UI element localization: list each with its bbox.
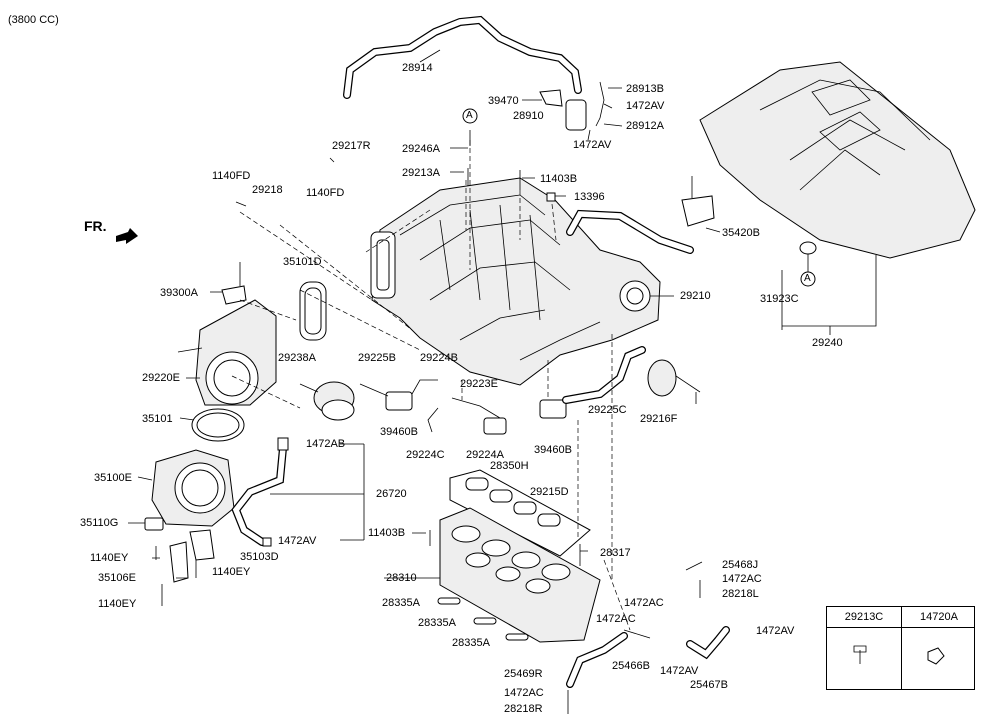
label-29240: 29240 bbox=[812, 337, 843, 349]
label-26720: 26720 bbox=[376, 488, 407, 500]
label-25468J: 25468J bbox=[722, 559, 759, 571]
label-35101: 35101 bbox=[142, 413, 173, 425]
label-1140EY-c: 1140EY bbox=[98, 598, 137, 610]
callout-a-top bbox=[462, 108, 478, 124]
label-29220E: 29220E bbox=[142, 372, 180, 384]
label-1140EY-b: 1140EY bbox=[212, 566, 251, 578]
label-28317: 28317 bbox=[600, 547, 631, 559]
label-28914: 28914 bbox=[402, 62, 433, 74]
label-11403B-b: 11403B bbox=[368, 527, 406, 539]
legend-table-header bbox=[827, 607, 974, 628]
label-39460B-b: 39460B bbox=[534, 444, 572, 456]
label-39300A: 39300A bbox=[160, 287, 198, 299]
label-28310: 28310 bbox=[386, 572, 417, 584]
label-1472AC-d: 1472AC bbox=[504, 687, 544, 699]
label-29213A: 29213A bbox=[402, 167, 440, 179]
front-direction-label: FR. bbox=[84, 218, 107, 234]
callout-a-text-cover: A bbox=[804, 273, 811, 284]
label-35100E: 35100E bbox=[94, 472, 132, 484]
label-28912A: 28912A bbox=[626, 120, 664, 132]
label-13396: 13396 bbox=[574, 191, 605, 203]
label-1472AV-d: 1472AV bbox=[756, 625, 795, 637]
label-1472AC-c: 1472AC bbox=[596, 613, 636, 625]
upper-intake-manifold bbox=[371, 177, 661, 386]
bolt-icon bbox=[855, 641, 873, 667]
label-29217R: 29217R bbox=[332, 140, 371, 152]
label-1140EY-a: 1140EY bbox=[90, 552, 129, 564]
label-29238A: 29238A bbox=[278, 352, 316, 364]
legend-col-14720A: 14720A bbox=[920, 611, 958, 623]
label-29246A: 29246A bbox=[402, 143, 440, 155]
label-29225C: 29225C bbox=[588, 404, 627, 416]
label-28335A-c: 28335A bbox=[452, 637, 490, 649]
label-29224A: 29224A bbox=[466, 449, 504, 461]
label-1472AV-b: 1472AV bbox=[573, 139, 612, 151]
label-29224C: 29224C bbox=[406, 449, 445, 461]
label-35110G: 35110G bbox=[80, 517, 119, 529]
label-35420B: 35420B bbox=[722, 227, 760, 239]
label-39470: 39470 bbox=[488, 95, 519, 107]
label-1472AB: 1472AB bbox=[306, 438, 346, 450]
callout-a-text-top: A bbox=[466, 110, 473, 121]
label-1472AV-c: 1472AV bbox=[278, 535, 317, 547]
label-28335A-a: 28335A bbox=[382, 597, 420, 609]
label-28350H: 28350H bbox=[490, 460, 529, 472]
label-29215D: 29215D bbox=[530, 486, 569, 498]
label-28913B: 28913B bbox=[626, 83, 664, 95]
label-1472AV-a: 1472AV bbox=[626, 100, 665, 112]
label-28335A-b: 28335A bbox=[418, 617, 456, 629]
label-28910: 28910 bbox=[513, 110, 544, 122]
label-39460B-a: 39460B bbox=[380, 426, 418, 438]
label-29225B: 29225B bbox=[358, 352, 396, 364]
engine-cover bbox=[699, 61, 976, 259]
label-29210: 29210 bbox=[680, 290, 711, 302]
label-29216F: 29216F bbox=[640, 413, 678, 425]
label-35106E: 35106E bbox=[98, 572, 136, 584]
label-1472AC-a: 1472AC bbox=[722, 573, 762, 585]
label-29224B: 29224B bbox=[420, 352, 458, 364]
label-29223E: 29223E bbox=[460, 378, 498, 390]
callout-a-cover bbox=[800, 271, 816, 287]
front-arrow bbox=[116, 228, 138, 244]
cover-cap bbox=[799, 241, 817, 255]
label-25467B: 25467B bbox=[690, 679, 728, 691]
label-11403B-a: 11403B bbox=[540, 173, 578, 185]
label-31923C: 31923C bbox=[760, 293, 799, 305]
label-35101D: 35101D bbox=[283, 256, 322, 268]
label-25469R: 25469R bbox=[504, 668, 543, 680]
label-35103D: 35103D bbox=[240, 551, 279, 563]
label-1140FD-b: 1140FD bbox=[306, 187, 345, 199]
label-29218: 29218 bbox=[252, 184, 283, 196]
label-25466B: 25466B bbox=[612, 660, 650, 672]
label-1472AV-e: 1472AV bbox=[660, 665, 699, 677]
legend-table-divider bbox=[901, 607, 902, 689]
label-1472AC-b: 1472AC bbox=[624, 597, 664, 609]
label-28218R: 28218R bbox=[504, 703, 543, 715]
legend-table: 29213C 14720A bbox=[826, 606, 975, 690]
engine-size-label: (3800 CC) bbox=[8, 14, 59, 26]
legend-col-29213C: 29213C bbox=[844, 611, 884, 623]
label-1140FD-a: 1140FD bbox=[212, 170, 251, 182]
label-28218L: 28218L bbox=[722, 588, 759, 600]
clip-icon bbox=[927, 641, 945, 667]
